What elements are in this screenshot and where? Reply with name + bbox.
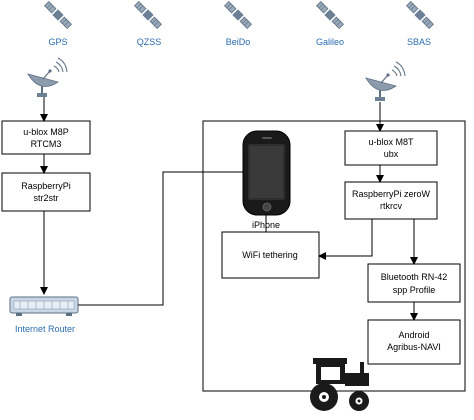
base-receiver-line1: u-blox M8P xyxy=(23,127,69,137)
rover-receiver-box: u-blox M8T ubx xyxy=(344,130,438,166)
arrow-pi-to-wifi xyxy=(318,219,373,260)
satellite-label-sbas: SBAS xyxy=(407,37,431,47)
satellite-label-qzss: QZSS xyxy=(137,37,162,47)
base-pi-box: RaspberryPi str2str xyxy=(1,172,91,212)
satellite-dish-icon xyxy=(27,57,68,98)
link-router-to-iphone xyxy=(78,171,243,306)
satellite-dish-icon xyxy=(365,61,406,102)
base-receiver-box: u-blox M8P RTCM3 xyxy=(1,120,91,155)
android-line1: Android xyxy=(398,330,429,340)
rover-pi-box: RaspberryPi zeroW rtkrcv xyxy=(344,181,438,220)
wifi-tethering-box: WiFi tethering xyxy=(221,231,320,279)
satellite-icon xyxy=(134,1,162,29)
bluetooth-line1: Bluetooth RN-42 xyxy=(381,272,448,282)
satellite-label-galileo: Galileo xyxy=(316,37,344,47)
wifi-tethering-label: WiFi tethering xyxy=(242,250,298,260)
rover-receiver-line1: u-blox M8T xyxy=(368,137,414,147)
satellite-label-beido: BeiDo xyxy=(226,37,251,47)
satellite-icon xyxy=(224,1,252,29)
android-box: Android Agribus-NAVI xyxy=(367,319,461,365)
router-label: Internet Router xyxy=(15,324,75,334)
satellite-icon xyxy=(406,1,434,29)
iphone-icon xyxy=(242,130,291,216)
satellite-qzss: QZSS xyxy=(134,1,162,47)
satellite-sbas: SBAS xyxy=(406,1,434,47)
satellite-icon xyxy=(44,1,72,29)
bluetooth-line2: spp Profile xyxy=(393,285,436,295)
rover-receiver-line2: ubx xyxy=(384,149,399,159)
satellite-gps: GPS xyxy=(44,1,72,47)
rover-pi-line2: rtkrcv xyxy=(380,201,402,211)
satellite-icon xyxy=(316,1,344,29)
bluetooth-box: Bluetooth RN-42 spp Profile xyxy=(367,263,461,303)
satellite-label-gps: GPS xyxy=(48,37,67,47)
satellite-beido: BeiDo xyxy=(224,1,252,47)
base-receiver-line2: RTCM3 xyxy=(31,139,62,149)
base-pi-line1: RaspberryPi xyxy=(21,181,71,191)
rover-pi-line1: RaspberryPi zeroW xyxy=(352,189,431,199)
internet-router-icon xyxy=(9,296,79,316)
tractor-icon xyxy=(310,358,369,411)
satellite-galileo: Galileo xyxy=(316,1,344,47)
base-pi-line2: str2str xyxy=(33,193,58,203)
android-line2: Agribus-NAVI xyxy=(387,342,441,352)
